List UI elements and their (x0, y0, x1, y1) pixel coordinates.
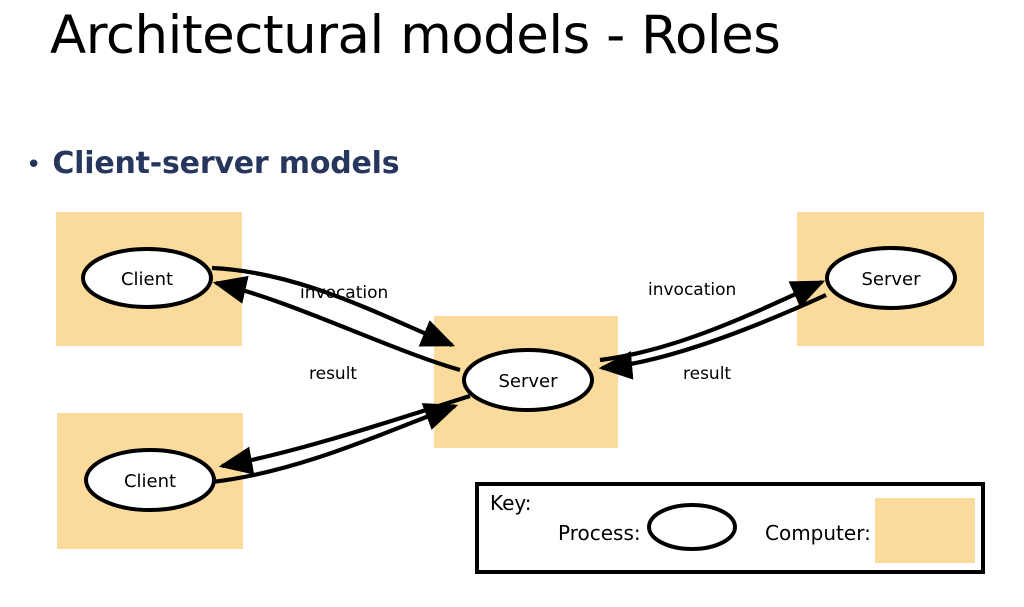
key-process-ellipse-icon (647, 503, 737, 551)
arrow-request-bottom (211, 403, 459, 485)
bullet-item-label: Client-server models (52, 146, 400, 181)
arrow-result-right (598, 293, 827, 380)
process-ellipse-client-top (81, 247, 213, 309)
process-ellipse-server-center (462, 348, 594, 412)
edge-label-invocation-left: invocation (300, 283, 388, 303)
key-process-label: Process: (558, 521, 641, 545)
arrow-reply-bottom (218, 393, 471, 475)
client-server-diagram: Client Server Server Client invocation r… (56, 212, 985, 574)
key-title: Key: (490, 491, 532, 515)
process-ellipse-client-bottom (84, 448, 216, 512)
node-label-client-bottom: Client (124, 471, 176, 492)
bullet-list-item: • Client-server models (26, 146, 400, 181)
key-computer-swatch-icon (875, 498, 975, 563)
edge-label-result-left: result (309, 364, 357, 384)
node-label-client-top: Client (121, 269, 173, 290)
edge-label-invocation-right: invocation (648, 280, 736, 300)
key-computer-label: Computer: (765, 521, 871, 545)
arrow-invocation-left (211, 265, 456, 347)
node-label-server-center: Server (498, 371, 558, 392)
arrow-result-left (212, 275, 461, 373)
node-label-server-right: Server (861, 269, 921, 290)
process-ellipse-server-right (825, 246, 957, 310)
bullet-marker-icon: • (26, 150, 42, 180)
page-title: Architectural models - Roles (50, 5, 781, 66)
edge-label-result-right: result (683, 364, 731, 384)
